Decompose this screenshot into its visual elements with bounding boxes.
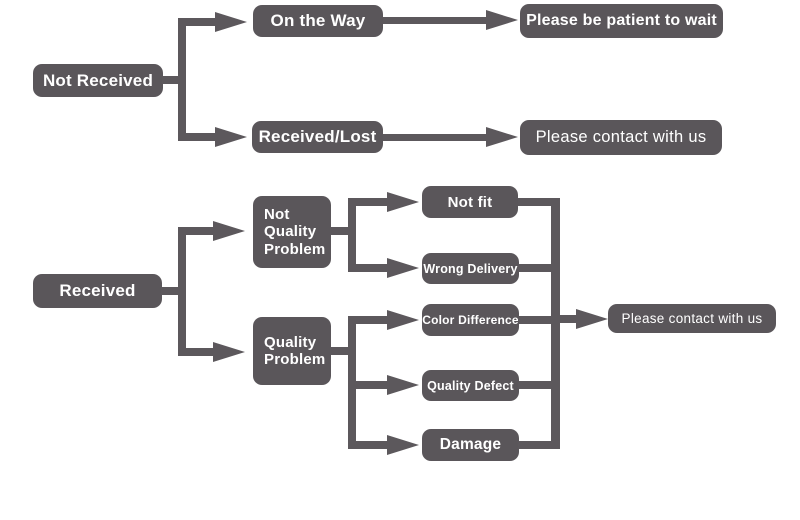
node-not-received: Not Received — [33, 64, 163, 97]
node-damage: Damage — [422, 429, 519, 461]
connector-received-lost-to-contact — [383, 134, 487, 141]
connector-received-branch — [178, 227, 186, 356]
node-not-quality-problem: Not Quality Problem — [253, 196, 331, 268]
node-not-fit: Not fit — [422, 186, 518, 218]
connector-to-on-the-way — [178, 18, 216, 26]
connector-quality-defect-out — [518, 381, 560, 389]
arrowhead-wrong-delivery-icon — [387, 258, 419, 278]
connector-nqp-stub — [330, 227, 349, 235]
connector-not-received-branch — [178, 18, 186, 141]
connector-qp-stub — [330, 347, 349, 355]
connector-received-stub — [161, 287, 179, 295]
connector-to-received-lost — [178, 133, 216, 141]
connector-not-received-stub — [162, 76, 180, 84]
arrowhead-not-fit-icon — [387, 192, 419, 212]
connector-to-not-quality-problem — [178, 227, 214, 235]
node-quality-problem: Quality Problem — [253, 317, 331, 385]
arrowhead-quality-defect-icon — [387, 375, 419, 395]
arrowhead-patient-icon — [486, 10, 518, 30]
connector-to-contact-bottom — [558, 315, 578, 323]
arrowhead-not-quality-problem-icon — [213, 221, 245, 241]
connector-to-color-difference — [348, 316, 389, 324]
node-color-difference: Color Difference — [422, 304, 519, 336]
connector-to-wrong-delivery — [348, 264, 389, 272]
node-please-contact-bottom: Please contact with us — [608, 304, 776, 333]
connector-nqp-branch — [348, 198, 356, 272]
arrowhead-received-lost-icon — [215, 127, 247, 147]
arrowhead-on-the-way-icon — [215, 12, 247, 32]
connector-on-the-way-to-patient — [383, 17, 487, 24]
arrowhead-quality-problem-icon — [213, 342, 245, 362]
connector-to-quality-problem — [178, 348, 214, 356]
arrowhead-contact-top-icon — [486, 127, 518, 147]
node-wrong-delivery: Wrong Delivery — [422, 253, 519, 284]
connector-color-difference-out — [518, 316, 560, 324]
node-on-the-way: On the Way — [253, 5, 383, 37]
connector-wrong-delivery-out — [518, 264, 560, 272]
node-quality-defect: Quality Defect — [422, 370, 519, 401]
arrowhead-damage-icon — [387, 435, 419, 455]
node-received: Received — [33, 274, 162, 308]
connector-to-quality-defect — [348, 381, 389, 389]
connector-damage-out — [518, 441, 560, 449]
arrowhead-contact-bottom-icon — [576, 309, 608, 329]
connector-to-damage — [348, 441, 389, 449]
node-please-be-patient: Please be patient to wait — [520, 4, 723, 38]
connector-collector-rail — [551, 198, 560, 449]
connector-to-not-fit — [348, 198, 389, 206]
node-received-lost: Received/Lost — [252, 121, 383, 153]
connector-not-fit-out — [518, 198, 560, 206]
arrowhead-color-difference-icon — [387, 310, 419, 330]
node-please-contact-top: Please contact with us — [520, 120, 722, 155]
